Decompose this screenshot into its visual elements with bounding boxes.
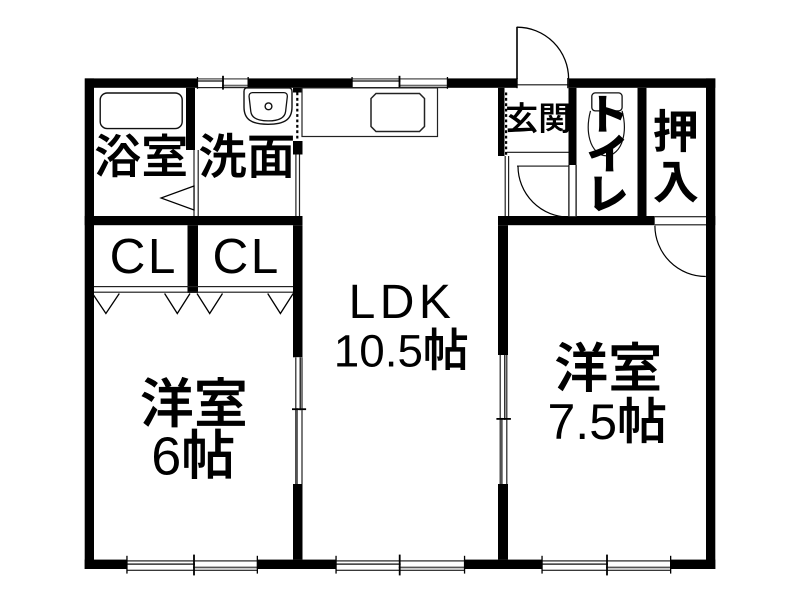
svg-text:7.5: 7.5 bbox=[548, 394, 618, 450]
svg-text:6: 6 bbox=[151, 426, 181, 486]
svg-text:CL: CL bbox=[212, 229, 280, 284]
svg-text:CL: CL bbox=[110, 229, 178, 284]
svg-text:LDK: LDK bbox=[349, 276, 456, 329]
svg-text:10.5: 10.5 bbox=[334, 325, 423, 376]
